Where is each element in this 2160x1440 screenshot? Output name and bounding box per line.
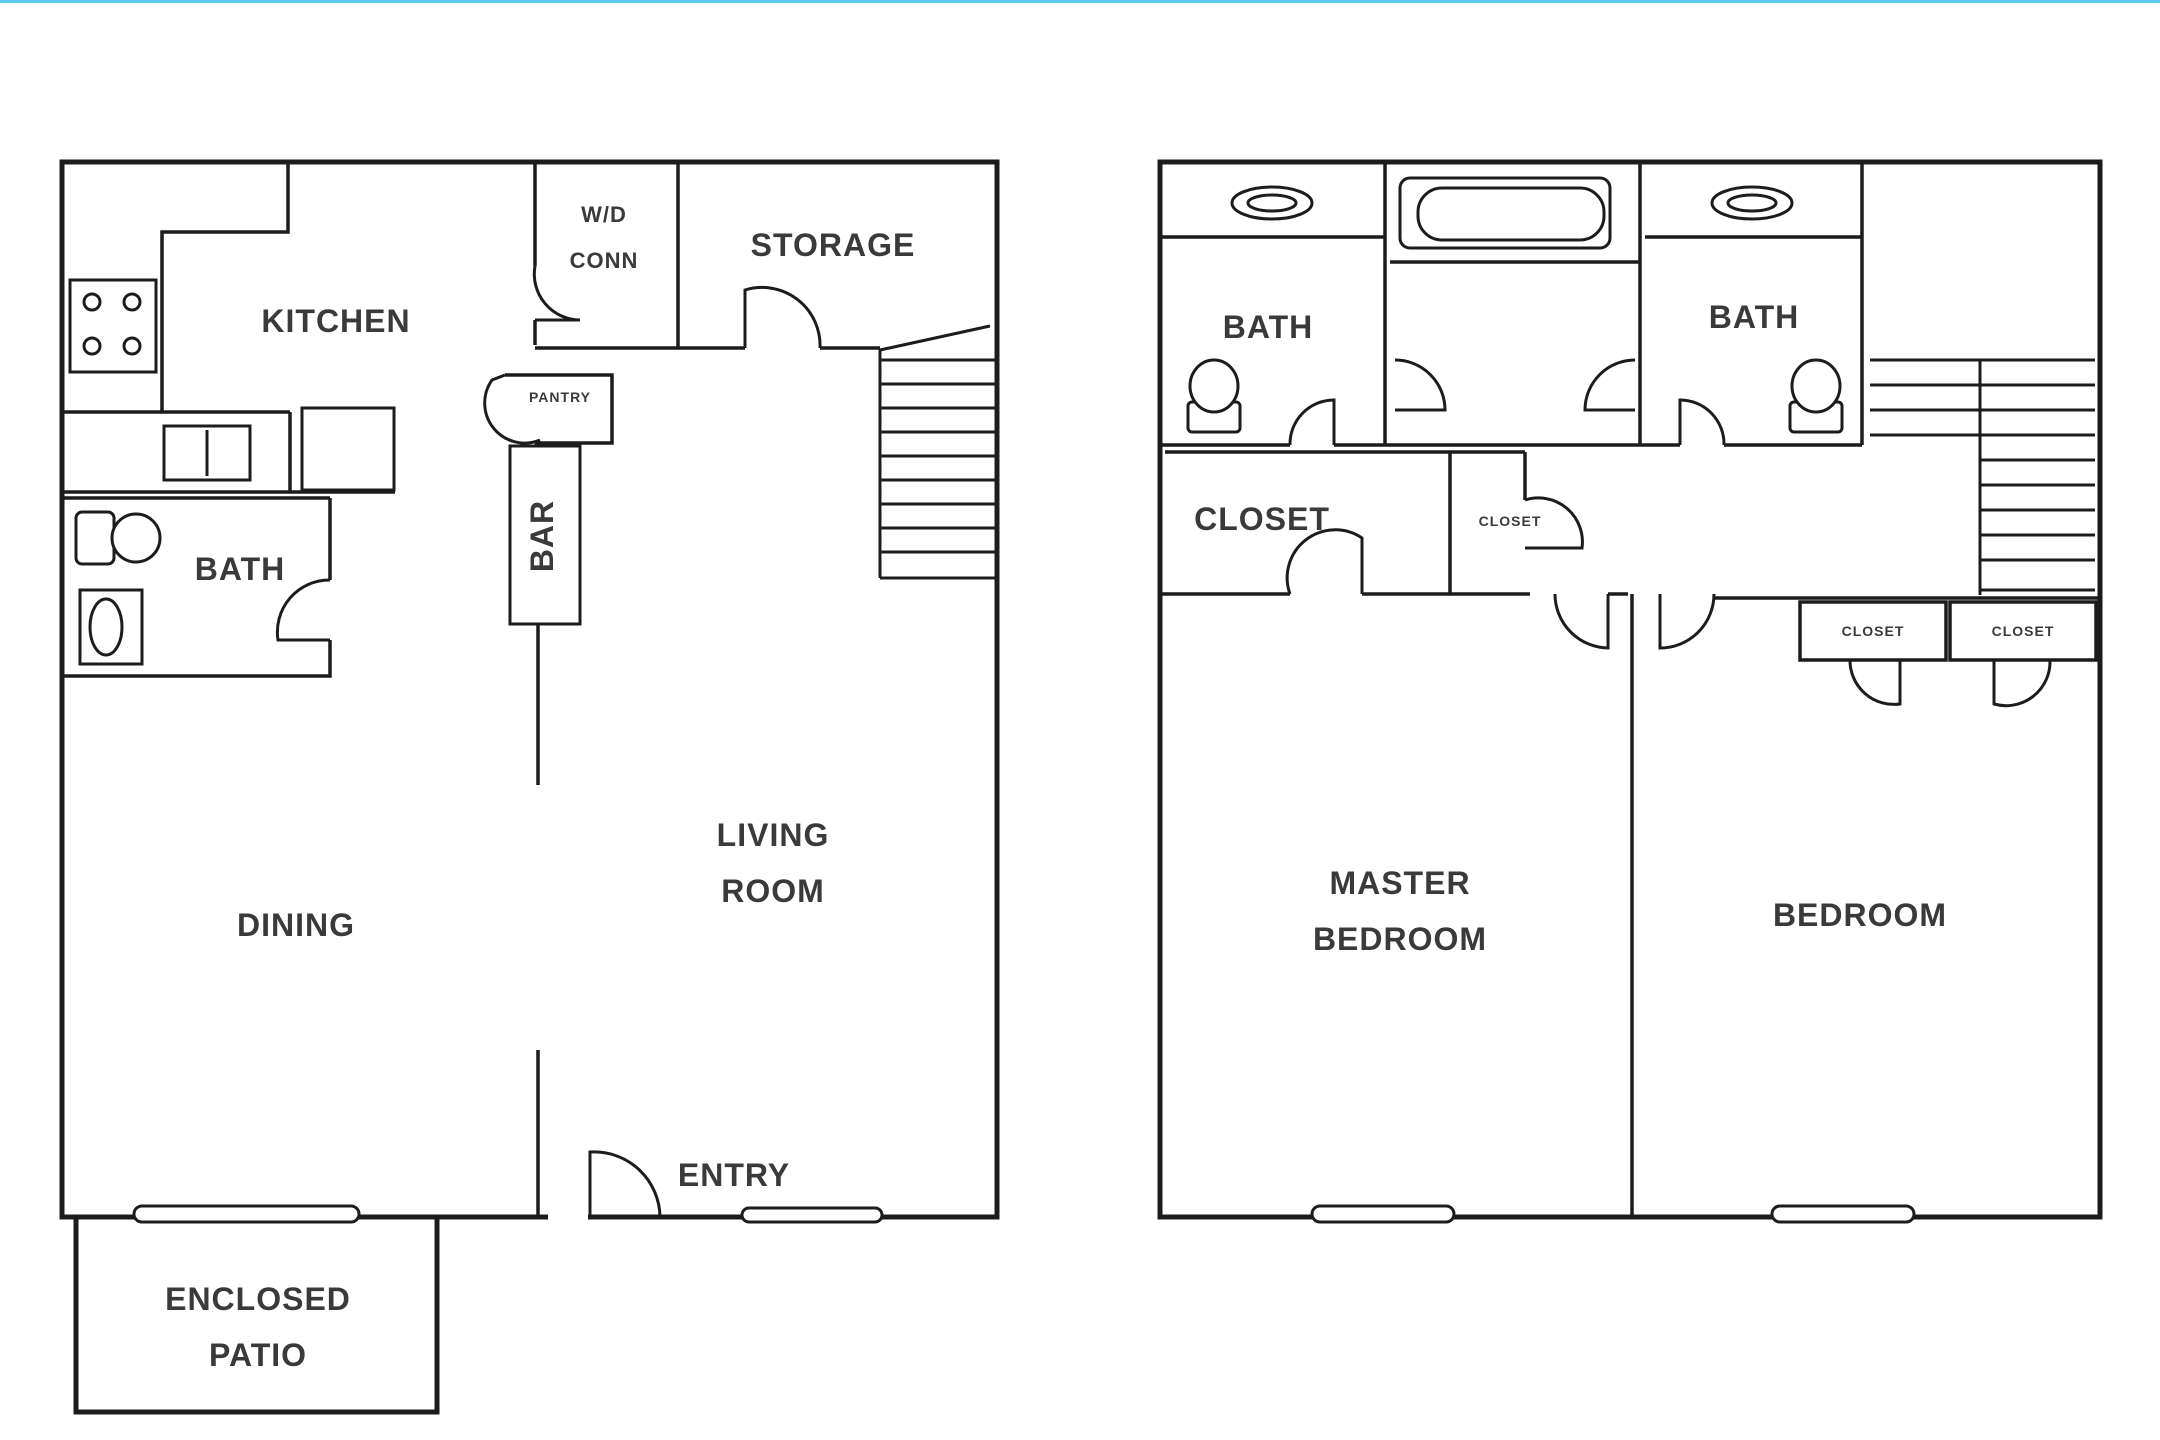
first-floor-labels: KITCHEN W/D CONN STORAGE PANTRY BAR BATH…: [165, 202, 916, 1373]
label-living-line2: ROOM: [721, 873, 825, 909]
tub-room-door-left: [1394, 358, 1447, 412]
enclosed-patio-wall: [73, 1217, 440, 1415]
first-floor-outer-wall: [59, 159, 1000, 1220]
bedroom-closet-1-door: [1848, 659, 1902, 706]
label-kitchen: KITCHEN: [261, 303, 410, 339]
stairs-second-floor: [1870, 358, 2095, 595]
burner-icon: [82, 336, 102, 356]
label-dining: DINING: [237, 907, 355, 943]
living-window: [740, 1206, 884, 1224]
label-wd-conn-line2: CONN: [570, 248, 639, 273]
label-bar: BAR: [524, 500, 560, 572]
toilet-right-bowl: [1790, 358, 1842, 414]
kitchen-counter-wall: [160, 162, 290, 414]
stairs-first-floor: [878, 324, 997, 580]
stair-outline: [878, 324, 991, 578]
label-bedroom: BEDROOM: [1773, 897, 1947, 933]
label-patio-line1: ENCLOSED: [165, 1281, 351, 1317]
bedroom-window: [1770, 1204, 1916, 1224]
hall-closet-door-swing: [1524, 496, 1584, 550]
tub-room-door-right: [1583, 358, 1636, 412]
label-bath-first-floor: BATH: [195, 551, 286, 587]
entry-door-swing: [588, 1150, 662, 1218]
label-closet-hall: CLOSET: [1479, 513, 1542, 529]
left-bath-door-swing: [1288, 398, 1336, 446]
refrigerator-icon: [300, 406, 396, 492]
label-storage: STORAGE: [751, 227, 916, 263]
large-closet-door-swing: [1285, 528, 1364, 595]
toilet-tank-icon: [74, 510, 116, 566]
label-bath-left: BATH: [1223, 309, 1314, 345]
right-bath-door-swing: [1678, 398, 1726, 446]
label-bath-right: BATH: [1709, 299, 1800, 335]
pantry-door-swing: [483, 373, 541, 445]
top-accent-rule: [0, 0, 2160, 3]
burner-icon: [122, 336, 142, 356]
label-living-line1: LIVING: [717, 817, 830, 853]
entry-opening: [548, 1212, 588, 1222]
storage-door-swing: [743, 285, 822, 349]
bedroom-closet-2-outline: [1948, 600, 2098, 662]
burner-icon: [122, 292, 142, 312]
bathtub-basin: [1416, 186, 1606, 242]
bath-sink-right-basin: [1726, 193, 1778, 213]
master-door-swing: [1553, 593, 1610, 650]
label-patio-line2: PATIO: [209, 1337, 307, 1373]
bedroom-closet-1-outline: [1798, 600, 1948, 662]
label-closet-bedroom-2: CLOSET: [1992, 623, 2055, 639]
bath-door-swing: [275, 578, 331, 642]
wd-door-swing: [532, 265, 581, 322]
label-closet-bedroom-1: CLOSET: [1842, 623, 1905, 639]
label-closet-large: CLOSET: [1194, 501, 1330, 537]
burner-icon: [82, 292, 102, 312]
label-master-line1: MASTER: [1329, 865, 1470, 901]
dining-window: [132, 1204, 361, 1224]
stove-icon: [68, 278, 158, 374]
bath-right-wall-bottom: [62, 640, 332, 678]
bar-counter: [508, 444, 582, 626]
bedroom-door-swing: [1658, 593, 1716, 650]
first-floor-plan: [59, 159, 1000, 1415]
second-floor-plan: [1157, 159, 2103, 1224]
label-wd-conn-line1: W/D: [581, 202, 627, 227]
label-entry: ENTRY: [678, 1157, 790, 1193]
toilet-left-bowl: [1188, 358, 1240, 414]
bedroom-closet-2-door: [1992, 659, 2052, 708]
label-master-line2: BEDROOM: [1313, 921, 1487, 957]
label-pantry: PANTRY: [529, 389, 591, 405]
second-floor-labels: BATH BATH CLOSET CLOSET CLOSET CLOSET MA…: [1194, 299, 2055, 957]
second-floor-outer-wall: [1157, 159, 2103, 1220]
bath-sink-left-basin: [1246, 193, 1298, 213]
master-window: [1310, 1204, 1456, 1224]
pantry-walls: [505, 373, 614, 447]
bath-sink-icon: [88, 597, 124, 657]
toilet-bowl-icon: [110, 512, 162, 564]
